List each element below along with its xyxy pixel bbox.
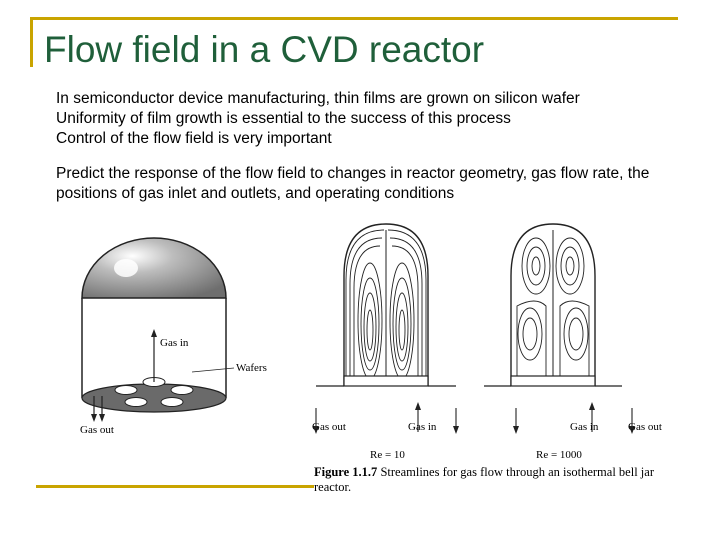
reynolds-label: Re = 1000 xyxy=(536,449,582,461)
streamline-panel-re1000 xyxy=(484,223,633,432)
gas-out-label: Gas out xyxy=(312,421,346,433)
frame-left-accent xyxy=(30,17,33,67)
goal-paragraph: Predict the response of the flow field t… xyxy=(56,164,696,204)
figure-number: Figure 1.1.7 xyxy=(314,465,378,479)
intro-line: Uniformity of film growth is essential t… xyxy=(56,110,511,127)
gas-in-label: Gas in xyxy=(408,421,437,433)
wafer xyxy=(160,397,184,407)
gas-out-label: Gas out xyxy=(80,424,114,436)
base-plate xyxy=(81,383,227,413)
gas-in-label: Gas in xyxy=(160,337,189,349)
slide-title: Flow field in a CVD reactor xyxy=(44,29,485,70)
streamline-panel-re10 xyxy=(315,223,457,432)
gas-in-label: Gas in xyxy=(570,421,599,433)
wafers-label: Wafers xyxy=(236,362,267,374)
dome-highlight xyxy=(114,259,138,277)
streamlines-figure: Gas out Gas in Re = 10 Gas in Gas out Re… xyxy=(312,223,662,461)
gas-out-label: Gas out xyxy=(628,421,662,433)
intro-line: Control of the flow field is very import… xyxy=(56,130,332,147)
bell-jar-dome xyxy=(81,237,227,299)
wafer xyxy=(114,385,138,395)
bell-jar-figure: Gas in Wafers Gas out xyxy=(80,237,267,436)
wafer xyxy=(170,385,194,395)
intro-paragraph: In semiconductor device manufacturing, t… xyxy=(56,89,580,149)
wafer xyxy=(124,397,148,407)
intro-line: In semiconductor device manufacturing, t… xyxy=(56,90,580,107)
frame-top-rule xyxy=(30,17,678,20)
goal-text: Predict the response of the flow field t… xyxy=(56,165,650,202)
reynolds-label: Re = 10 xyxy=(370,449,405,461)
figure-caption: Figure 1.1.7 Streamlines for gas flow th… xyxy=(314,465,684,495)
caption-text: Streamlines for gas flow through an isot… xyxy=(314,465,654,494)
